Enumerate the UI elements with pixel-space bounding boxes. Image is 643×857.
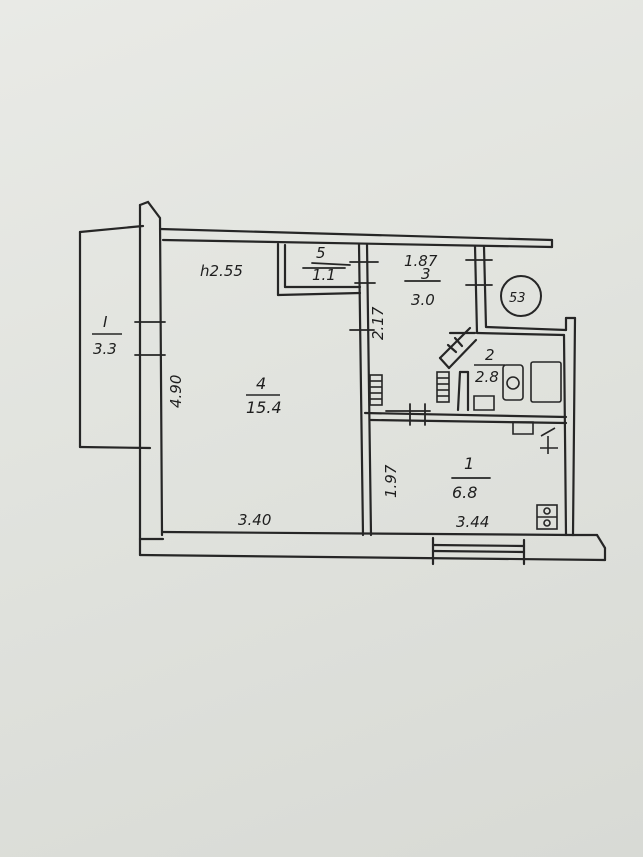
exterior-wall-top: [158, 227, 554, 249]
room-5-number: 5: [316, 244, 326, 262]
room-4-width: 3.40: [238, 511, 271, 529]
sink-icon: [512, 421, 534, 435]
exterior-wall-left: [138, 200, 165, 541]
room-1-length: 1.97: [382, 464, 400, 498]
balcony-outline: [78, 224, 152, 450]
room-2-area: 2.8: [475, 368, 499, 386]
bathtub-icon: [530, 361, 562, 403]
partition-central: [357, 242, 373, 537]
balcony-area: 3.3: [93, 340, 117, 358]
window-bottom: [431, 536, 526, 566]
room-4-height: h2.55: [200, 262, 243, 280]
room-4-area: 15.4: [246, 398, 282, 417]
gas-riser-icon: [540, 427, 558, 454]
fixtures: [369, 361, 562, 530]
room-5-area: 1.1: [312, 266, 336, 284]
exterior-wall-bottom: [138, 530, 607, 562]
room-2-walls: [448, 331, 477, 412]
toilet-icon: [502, 364, 524, 401]
apartment-stamp-number: 53: [509, 291, 526, 306]
dimension-marks: [134, 259, 493, 479]
room-5-walls: [276, 242, 362, 297]
radiator-room-4: [369, 374, 383, 406]
door-room-3: [438, 326, 478, 370]
room-1-width: 3.44: [456, 513, 489, 531]
partition-horizontal: [363, 411, 568, 425]
balcony-number: I: [103, 313, 108, 331]
room-1-number: 1: [464, 454, 474, 473]
apartment-stamp-circle: [500, 275, 542, 317]
exterior-wall-right: [473, 244, 577, 537]
room-4-length: 4.90: [167, 375, 185, 408]
room-4-number: 4: [256, 374, 266, 393]
radiator-room-3: [436, 371, 450, 403]
room-3-dim-side: 2.17: [369, 306, 387, 340]
room-3-area: 3.0: [411, 291, 435, 309]
room-1-area: 6.8: [452, 483, 477, 502]
room-2-number: 2: [485, 346, 495, 364]
room-3-dim-top: 1.87: [404, 252, 438, 270]
room-3-number: 3: [421, 265, 431, 283]
washbasin-icon: [473, 395, 495, 411]
